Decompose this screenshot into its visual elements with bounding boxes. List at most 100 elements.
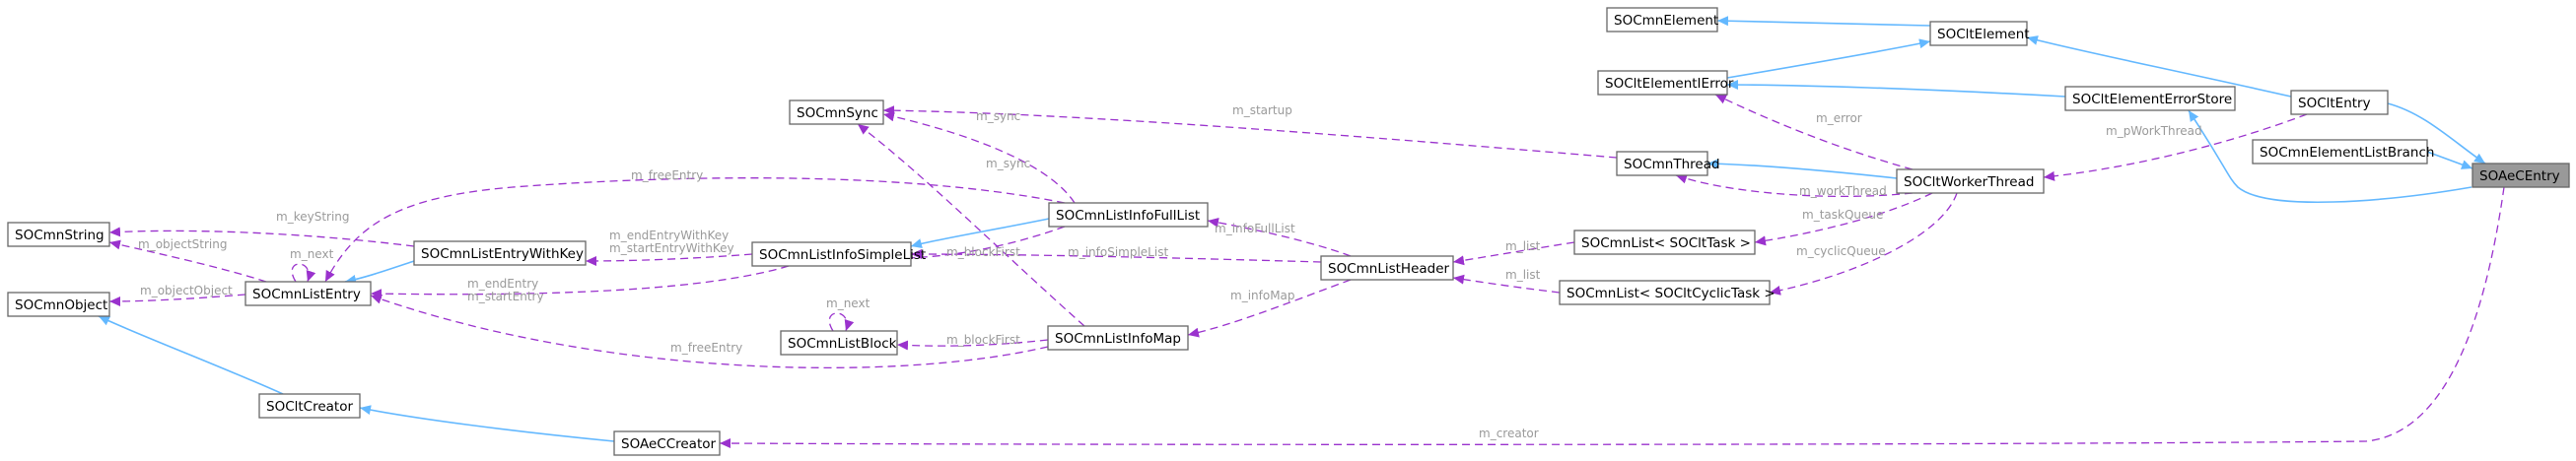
member-edge-label-cyclic-queue: m_cyclicQueue: [1796, 244, 1886, 258]
class-node-box: [780, 330, 898, 356]
class-node-label: SOCmnElementListBranch: [2260, 145, 2434, 161]
member-edge-label-info-simple-list: m_infoSimpleList: [1068, 245, 1168, 259]
class-node-label: SOCmnListInfoMap: [1055, 331, 1181, 347]
member-edge-info-simple-list: [910, 249, 1322, 263]
class-node-socmn-list-block[interactable]: SOCmnListBlock: [780, 330, 898, 356]
class-node-box: [7, 292, 110, 317]
member-edge-key-string: [108, 227, 415, 247]
class-node-socmn-element-list-branch[interactable]: SOCmnElementListBranch: [2252, 139, 2434, 165]
class-node-soae-centry[interactable]: SOAeCEntry: [2472, 163, 2570, 188]
member-edge-label-object-object: m_objectObject: [140, 284, 233, 297]
class-node-socmn-list-entry[interactable]: SOCmnListEntry: [244, 281, 372, 306]
class-node-label: SOCltWorkerThread: [1904, 174, 2034, 190]
class-node-box: [1896, 168, 2045, 194]
member-edge-cyclic-queue: [1769, 192, 1958, 296]
class-node-socmn-string[interactable]: SOCmnString: [7, 222, 110, 247]
class-node-box: [2252, 139, 2428, 165]
class-node-socmn-object[interactable]: SOCmnObject: [7, 292, 110, 317]
class-node-soclt-element-ierror[interactable]: SOCltElementIError: [1597, 70, 1734, 96]
class-node-socmn-list-header[interactable]: SOCmnListHeader: [1320, 255, 1454, 281]
member-edge-label-free-entry2: m_freeEntry: [670, 341, 742, 355]
class-node-label: SOCmnSync: [797, 105, 878, 121]
member-edge-label-free-entry1: m_freeEntry: [631, 168, 703, 182]
class-node-soclt-element-error-store[interactable]: SOCltElementErrorStore: [2064, 86, 2236, 111]
class-node-box: [613, 430, 721, 456]
class-node-socmn-thread[interactable]: SOCmnThread: [1616, 151, 1720, 176]
class-node-box: [1616, 151, 1708, 176]
member-edge-sync1: [882, 111, 1076, 204]
member-edge-object-object: [108, 294, 246, 306]
member-edge-sync2: [857, 123, 1085, 327]
class-node-socmn-list-info-map[interactable]: SOCmnListInfoMap: [1047, 325, 1189, 351]
member-edge-label-work-thread: m_workThread: [1799, 184, 1887, 198]
class-node-box: [1559, 280, 1771, 305]
class-node-socmn-list-entry-with-key[interactable]: SOCmnListEntryWithKey: [413, 240, 587, 266]
class-node-box: [1047, 325, 1189, 351]
inheritance-edge-soclt-entry-to-soae-centry: [2387, 102, 2486, 165]
member-edge-label-error: m_error: [1816, 111, 1862, 125]
class-node-soclt-worker-thread[interactable]: SOCltWorkerThread: [1896, 168, 2045, 194]
inheritance-edge-soclt-creator-to-soae-ccreator: [359, 405, 615, 442]
class-node-label: SOCmnList< SOCltTask >: [1581, 235, 1751, 251]
class-node-box: [1597, 70, 1728, 96]
class-node-label: SOCmnThread: [1624, 157, 1720, 172]
inheritance-edge-socmn-object-to-soclt-creator: [98, 315, 284, 395]
class-node-label: SOCmnListInfoFullList: [1056, 208, 1200, 224]
member-edge-label-object-string: m_objectString: [138, 237, 227, 251]
member-edge-label-block-first1: m_blockFirst: [946, 245, 1020, 259]
member-edge-label-info-full-list: m_infoFullList: [1215, 222, 1295, 235]
inheritance-edge-socmn-thread-to-soclt-worker-thread: [1706, 159, 1898, 179]
member-edge-free-entry2: [370, 294, 1049, 369]
class-node-box: [751, 241, 912, 267]
inheritance-edge-socmn-element-to-soclt-element: [1716, 16, 1931, 27]
member-edge-free-entry1: [324, 177, 1066, 283]
member-edge-info-map: [1187, 279, 1352, 338]
class-node-socmn-list-task[interactable]: SOCmnList< SOCltTask >: [1573, 230, 1756, 255]
class-node-box: [2064, 86, 2236, 111]
class-node-soclt-entry[interactable]: SOCltEntry: [2290, 90, 2389, 115]
class-node-label: SOCmnListHeader: [1328, 261, 1450, 277]
class-node-box: [2472, 163, 2570, 188]
member-edge-label-sync2: m_sync: [986, 157, 1030, 170]
class-node-label: SOCmnString: [15, 228, 104, 243]
member-edge-list2: [1452, 274, 1561, 294]
class-node-box: [1606, 7, 1718, 33]
class-node-socmn-sync[interactable]: SOCmnSync: [789, 99, 884, 125]
class-node-label: SOCltCreator: [266, 399, 353, 415]
member-edge-block-first1: [896, 226, 1066, 263]
class-node-box: [1320, 255, 1454, 281]
class-node-socmn-element[interactable]: SOCmnElement: [1606, 7, 1718, 33]
class-node-soclt-element[interactable]: SOCltElement: [1929, 21, 2030, 46]
class-node-socmn-list-cyclic[interactable]: SOCmnList< SOCltCyclicTask >: [1559, 280, 1775, 305]
member-edge-label-list1: m_list: [1505, 239, 1541, 253]
member-edge-label-p-work-thread: m_pWorkThread: [2106, 124, 2202, 138]
member-edge-label-list2: m_list: [1505, 268, 1541, 282]
class-node-box: [1929, 21, 2028, 46]
class-node-label: SOCmnListEntryWithKey: [421, 246, 584, 262]
class-node-label: SOCmnListInfoSimpleList: [759, 247, 926, 263]
member-edge-label-startup: m_startup: [1232, 103, 1292, 117]
inheritance-edge-socmn-list-entry-to-socmn-list-entry-with-key: [344, 260, 415, 285]
member-edge-object-string: [108, 239, 267, 283]
member-edge-creator: [719, 186, 2505, 449]
class-node-socmn-list-info-simple-list[interactable]: SOCmnListInfoSimpleList: [751, 241, 926, 267]
member-edge-info-full-list: [1207, 218, 1352, 257]
inheritance-edge-soclt-element-error-store-to-soae-centry: [2188, 109, 2472, 204]
class-node-soae-ccreator[interactable]: SOAeCCreator: [613, 430, 721, 456]
member-edge-p-work-thread: [2043, 113, 2308, 181]
class-node-socmn-list-info-full-list[interactable]: SOCmnListInfoFullList: [1048, 202, 1209, 228]
class-node-soclt-creator[interactable]: SOCltCreator: [258, 393, 361, 419]
class-node-box: [244, 281, 372, 306]
member-edge-label-key-string: m_keyString: [276, 210, 350, 224]
inheritance-edge-soclt-element-to-soclt-entry: [2026, 35, 2292, 98]
member-edge-next1: [291, 263, 316, 283]
member-edge-list1: [1452, 241, 1575, 266]
class-node-box: [413, 240, 587, 266]
class-node-box: [1048, 202, 1209, 228]
inheritance-edge-soclt-element-ierror-to-soclt-element: [1726, 38, 1931, 79]
member-edge-block-first2: [896, 339, 1049, 351]
class-node-label: SOAeCEntry: [2479, 168, 2560, 184]
